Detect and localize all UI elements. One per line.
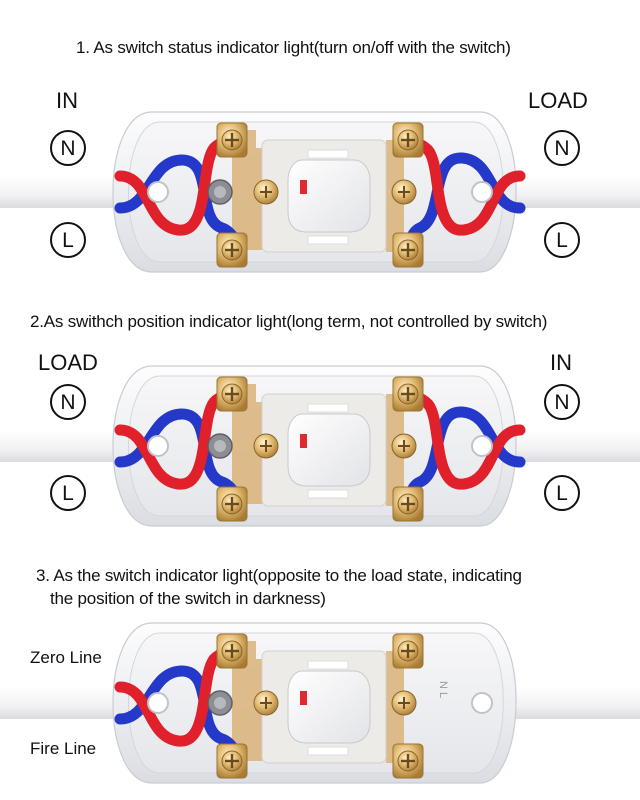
- live-terminal-icon: L: [50, 475, 86, 511]
- housing-marking: N L: [437, 681, 449, 698]
- neutral-terminal-icon: N: [50, 130, 86, 166]
- panel-1-caption: 1. As switch status indicator light(turn…: [76, 38, 511, 57]
- indicator-lamp-icon: [300, 434, 307, 448]
- panel-1-right-label: LOAD: [528, 88, 588, 113]
- neutral-terminal-icon: N: [544, 130, 580, 166]
- panel-1-status-indicator: 1. As switch status indicator light(turn…: [0, 0, 640, 285]
- inline-switch-device: N L: [0, 611, 640, 791]
- panel-2-left-label: LOAD: [38, 350, 98, 375]
- neutral-terminal-icon: N: [50, 384, 86, 420]
- live-terminal-icon: L: [544, 222, 580, 258]
- inline-switch-device: [0, 100, 640, 280]
- indicator-lamp-icon: [300, 691, 307, 705]
- panel-2-position-indicator: 2.As swithch position indicator light(lo…: [0, 300, 640, 540]
- live-terminal-icon: L: [544, 475, 580, 511]
- neutral-terminal-icon: N: [544, 384, 580, 420]
- panel-2-caption: 2.As swithch position indicator light(lo…: [30, 312, 548, 331]
- zero-line-label: Zero Line: [30, 648, 102, 667]
- fire-line-label: Fire Line: [30, 739, 97, 758]
- inline-switch-device: [0, 354, 640, 534]
- live-terminal-icon: L: [50, 222, 86, 258]
- panel-3-caption-line-1: 3. As the switch indicator light(opposit…: [36, 566, 522, 585]
- indicator-lamp-icon: [300, 180, 307, 194]
- panel-2-right-label: IN: [550, 350, 572, 375]
- panel-1-left-label: IN: [56, 88, 78, 113]
- panel-3-caption-line-2: the position of the switch in darkness): [50, 589, 326, 608]
- panel-3-darkness-indicator: 3. As the switch indicator light(opposit…: [0, 555, 640, 800]
